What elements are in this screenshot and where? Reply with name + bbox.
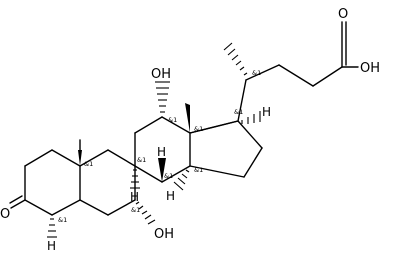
stereo-label-c10: &1 <box>84 160 93 168</box>
stereo-descriptor-labels: &1 &1 &1 &1 &1 &1 &1 &1 &1 &1 <box>58 69 261 224</box>
stereo-label-c17: &1 <box>234 108 243 116</box>
c12-hydroxyl-hashed-bond <box>155 81 170 113</box>
c20-methyl-hashed-wedge <box>223 42 248 76</box>
stereo-label-c14: &1 <box>194 166 203 174</box>
c7-hydroxyl-label: OH <box>154 227 174 242</box>
c14-hydrogen-hashed-bond <box>173 169 190 191</box>
c7-hydroxyl-hashed-bond <box>135 201 156 225</box>
stereo-label-c8: &1 <box>164 172 173 180</box>
c5-hydrogen-hashed-bond <box>47 218 57 238</box>
ring-d-bond-c13-c17 <box>189 120 239 134</box>
stereo-label-c13: &1 <box>194 125 203 133</box>
stereo-label-c9: &1 <box>137 156 146 164</box>
c9-hydrogen-hashed-bond <box>130 169 140 189</box>
stereo-label-c20: &1 <box>252 69 261 77</box>
stereo-label-c5: &1 <box>58 216 67 224</box>
c5-hydrogen-label: H <box>47 239 56 253</box>
carboxyl-oxygen-label: O <box>338 7 348 22</box>
ring-c-bonds <box>134 116 191 183</box>
c13-methyl-wedge <box>185 103 190 133</box>
c10-methyl-wedge <box>78 150 82 166</box>
c9-hydrogen-label: H <box>130 190 139 204</box>
ketone-oxygen-label: O <box>0 207 10 222</box>
c14-hydrogen-label: H <box>166 189 175 203</box>
stereo-label-c7: &1 <box>131 206 140 214</box>
ring-a-bonds <box>24 149 81 216</box>
carboxyl-hydroxyl-label: OH <box>360 61 380 76</box>
ketone-double-bond <box>9 195 26 209</box>
c17-hydrogen-hashed-bond <box>241 111 261 124</box>
c12-hydroxyl-label: OH <box>151 67 171 82</box>
c8-hydrogen-label: H <box>157 145 166 159</box>
c8-hydrogen-wedge <box>158 158 166 182</box>
ring-b-bonds <box>79 149 136 216</box>
side-chain-bonds <box>237 21 359 122</box>
stereo-label-c12: &1 <box>168 116 177 124</box>
c17-hydrogen-label: H <box>262 105 271 119</box>
